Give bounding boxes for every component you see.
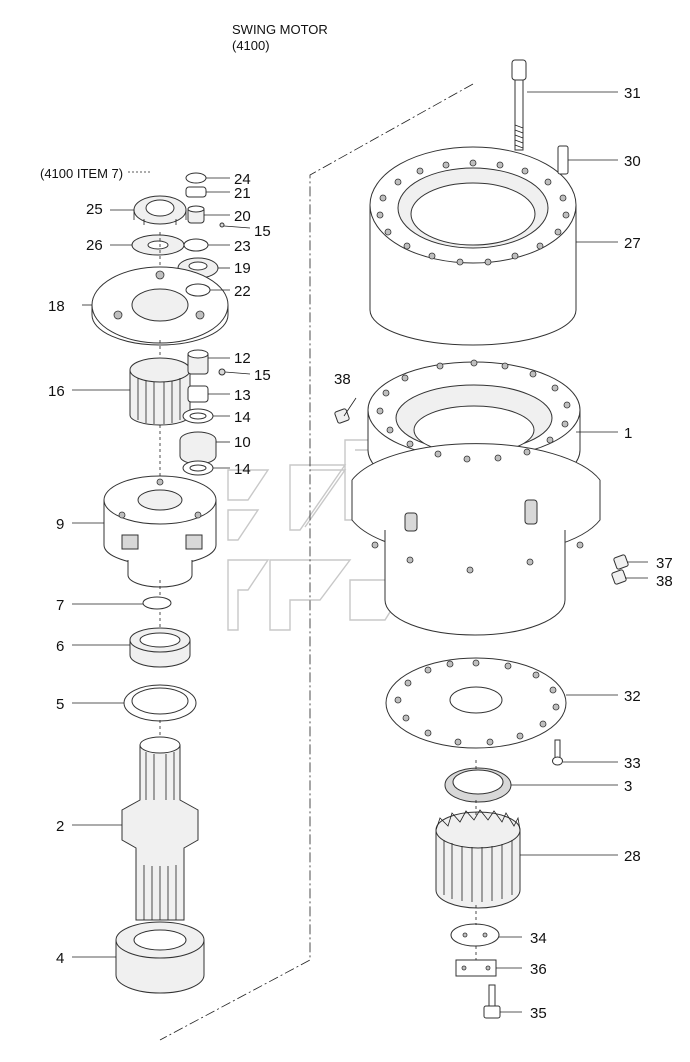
ring-21 — [185, 186, 207, 198]
callout-labels: (4100 ITEM 7) 31 30 27 38 1 37 38 32 33 … — [40, 85, 673, 1022]
ring-gear-27 — [369, 146, 577, 346]
plug-38-upper — [334, 408, 350, 424]
label-38-lower: 38 — [656, 573, 673, 590]
label-31: 31 — [624, 85, 641, 102]
label-34: 34 — [530, 930, 547, 947]
bolt-31 — [511, 59, 527, 151]
label-26: 26 — [86, 237, 103, 254]
seal-3 — [444, 767, 512, 803]
seal-5 — [123, 684, 197, 722]
label-14-upper: 14 — [234, 409, 251, 426]
label-38-upper: 38 — [334, 371, 351, 388]
ring-23 — [183, 238, 209, 252]
sleeve-20 — [187, 205, 205, 224]
label-2: 2 — [56, 818, 64, 835]
gear-25 — [133, 195, 187, 225]
washer-14-lower — [182, 460, 214, 476]
bearing-4 — [115, 921, 205, 994]
label-21: 21 — [234, 185, 251, 202]
label-16: 16 — [48, 383, 65, 400]
label-33: 33 — [624, 755, 641, 772]
label-30: 30 — [624, 153, 641, 170]
label-28: 28 — [624, 848, 641, 865]
label-32: 32 — [624, 688, 641, 705]
bolt-35 — [483, 984, 501, 1019]
ball-15-upper — [219, 222, 225, 228]
pin-30 — [557, 145, 569, 175]
label-12: 12 — [234, 350, 251, 367]
label-27: 27 — [624, 235, 641, 252]
subtitle-text: (4100) — [232, 38, 270, 53]
label-1: 1 — [624, 425, 632, 442]
label-25: 25 — [86, 201, 103, 218]
screw-33 — [552, 739, 563, 766]
label-5: 5 — [56, 696, 64, 713]
label-13: 13 — [234, 387, 251, 404]
gear-16 — [129, 357, 191, 426]
plugs-37-38-right — [611, 554, 629, 585]
label-4: 4 — [56, 950, 64, 967]
carrier-18 — [91, 266, 229, 346]
pinion-28 — [435, 809, 521, 909]
label-37: 37 — [656, 555, 673, 572]
label-7: 7 — [56, 597, 64, 614]
lockplate-36 — [455, 959, 497, 977]
label-22: 22 — [234, 283, 251, 300]
divider-lines — [159, 83, 474, 1041]
label-23: 23 — [234, 238, 251, 255]
washer-34 — [450, 923, 500, 947]
label-15-upper: 15 — [254, 223, 271, 240]
label-35: 35 — [530, 1005, 547, 1022]
ref-item7-label: (4100 ITEM 7) — [40, 166, 123, 181]
title-text: SWING MOTOR — [232, 22, 328, 37]
plate-32 — [385, 657, 567, 749]
housing-1 — [351, 359, 601, 636]
label-6: 6 — [56, 638, 64, 655]
washer-14-upper — [182, 408, 214, 424]
carrier-9 — [103, 475, 217, 588]
leader-lines — [72, 91, 648, 1013]
gear-10 — [179, 431, 217, 465]
sleeve-13 — [187, 385, 209, 403]
label-15-lower: 15 — [254, 367, 271, 384]
ring-24 — [185, 172, 207, 184]
plate-7 — [142, 596, 172, 610]
label-20: 20 — [234, 208, 251, 225]
label-18: 18 — [48, 298, 65, 315]
label-14-lower: 14 — [234, 461, 251, 478]
sleeve-12 — [187, 349, 209, 375]
ring-22 — [185, 283, 211, 297]
diagram-title: SWING MOTOR (4100) — [232, 22, 328, 54]
label-19: 19 — [234, 260, 251, 277]
label-9: 9 — [56, 516, 64, 533]
label-24: 24 — [234, 171, 251, 188]
ball-15-lower — [218, 368, 226, 376]
washer-26 — [131, 234, 185, 256]
label-36: 36 — [530, 961, 547, 978]
label-10: 10 — [234, 434, 251, 451]
label-3: 3 — [624, 778, 632, 795]
shaft-2 — [121, 736, 199, 921]
bearing-6 — [129, 627, 191, 668]
